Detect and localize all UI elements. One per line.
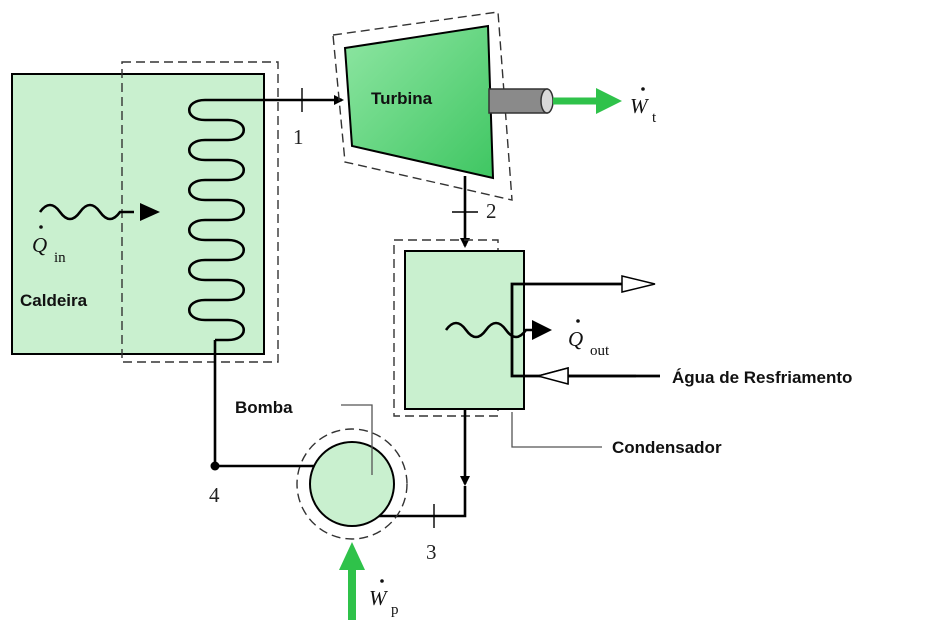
pump-work-arrowhead [339,542,365,570]
boiler-body [11,73,265,355]
cooling-water-inlet-arrowhead [535,367,569,385]
condenser: Q out Água de Resfriamento Condensador [393,239,852,457]
heat-out-symbol: Q [568,327,583,351]
line-state-4: 4 [209,340,314,507]
turbine-control-volume [332,11,513,201]
line-state-2: 2 [452,176,497,248]
turbine: Turbina W t [332,11,657,201]
heat-in-wavy-arrow [38,203,134,221]
heat-in-symbol: Q [32,233,47,257]
boiler-label: Caldeira [20,291,88,310]
boiler-coil [187,98,246,342]
state-1-label: 1 [293,125,304,149]
turbine-work-arrowhead [596,88,622,114]
boiler: Caldeira Q in [11,61,279,363]
pump-work-dot [380,579,384,583]
heat-in-dot [39,225,43,229]
pump-work-subscript: p [391,602,399,618]
pump-work-label: W p [369,579,399,618]
state-4-node [210,461,220,471]
cooling-water-label: Água de Resfriamento [672,368,852,387]
cooling-water-outlet-arrow [621,275,656,293]
heat-out-subscript: out [590,343,610,359]
pump-leader-line [341,404,373,475]
turbine-work-dot [641,87,645,91]
state-2-label: 2 [486,199,497,223]
condenser-label: Condensador [612,438,722,457]
pump-control-volume [296,428,408,540]
state-3-label: 3 [426,540,437,564]
turbine-label: Turbina [371,89,433,108]
turbine-work-symbol: W [630,94,650,118]
turbine-work-label: W t [630,87,657,126]
turbine-shaft [488,88,548,114]
shaft-end [540,88,554,114]
turbine-body [343,24,495,180]
pump-body [309,441,395,527]
pump: Bomba W p [235,398,408,620]
heat-out-label: Q out [568,319,610,359]
pump-label: Bomba [235,398,293,417]
pipe-3-to-pump [350,486,467,518]
heat-in-arrowhead [140,203,160,221]
heat-out-arrowhead [532,320,552,340]
heat-in-label: Q in [32,225,66,266]
condenser-leader-line [511,412,602,448]
line-state-3: 3 [350,409,470,564]
turbine-work-subscript: t [652,110,657,126]
heat-in-subscript: in [54,250,66,266]
heat-out-wavy-arrow [444,321,534,339]
line-state-1: 1 [255,88,344,149]
pump-work-symbol: W [369,586,389,610]
heat-out-dot [576,319,580,323]
state-4-label: 4 [209,483,220,507]
